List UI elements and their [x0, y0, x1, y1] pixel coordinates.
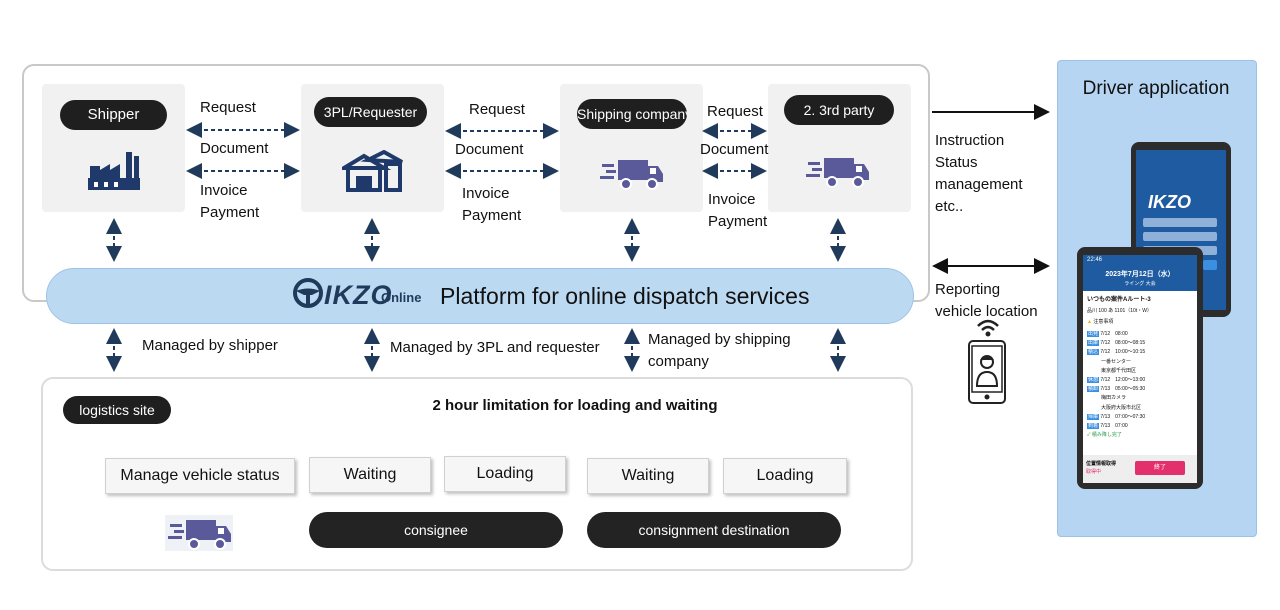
shipping-company-label: Shipping company [577, 99, 687, 129]
app-schedule: 出発 7/12 08:00 出庫 7/12 08:00〜08:15 積込 7/1… [1083, 328, 1197, 442]
third-party-label: 2. 3rd party [784, 95, 894, 125]
app-sub: ライング 大会 [1124, 281, 1156, 287]
instruction-line: Status [935, 154, 978, 171]
link-request-label: Request [707, 103, 763, 120]
step-waiting: Waiting [309, 457, 431, 493]
schedule-row: 積込 7/12 10:00〜10:15 [1087, 349, 1146, 356]
schedule-row: 到着 7/13 07:00 [1087, 423, 1128, 430]
consignee-label: consignee [309, 512, 563, 548]
footer-sub: 取得中 [1086, 469, 1102, 475]
reporting-text: Reporting vehicle location [935, 279, 1038, 323]
schedule-row: 梅田カメラ [1101, 395, 1127, 402]
end-button[interactable]: 終了 [1135, 461, 1185, 475]
step-manage-vehicle-status: Manage vehicle status [105, 458, 295, 494]
schedule-row: 帰庫 7/13 07:00〜07:30 [1087, 413, 1146, 420]
truck-icon [168, 520, 231, 550]
app-route: いつもの案件Aルート-3 [1087, 297, 1151, 303]
steering-wheel-icon [293, 278, 323, 308]
schedule-row: 出庫 7/12 08:00〜08:15 [1087, 340, 1146, 347]
reporting-line: Reporting [935, 281, 1001, 298]
driver-app-title: Driver application [1082, 78, 1230, 99]
step-loading: Loading [444, 456, 566, 492]
login-field [1143, 218, 1217, 227]
footer-label: 位置情報取得 [1086, 461, 1117, 467]
schedule-row: 東京都千代田区 [1101, 367, 1137, 374]
link-document-label: Document [200, 140, 269, 157]
factory-icon [88, 152, 140, 190]
phone-front-screen: 22:46 2023年7月12日（水） ライング 大会 いつもの案件Aルート-3… [1083, 255, 1197, 483]
schedule-row: 出発 7/12 08:00 [1087, 331, 1128, 337]
threepl-label: 3PL/Requester [314, 97, 427, 127]
app-plate: 品川 100 あ 1101（10t・W） [1087, 308, 1152, 314]
app-date: 2023年7月12日（水） [1105, 271, 1175, 278]
schedule-done: ✓ 積み降し完了 [1087, 432, 1122, 439]
platform-title: Platform for online dispatch services [440, 283, 810, 309]
link-invoice-label: Invoice [200, 182, 248, 199]
managed-by-shipper: Managed by shipper [142, 337, 278, 354]
phone-back-logo: IKZO [1148, 192, 1191, 212]
link-request-label: Request [200, 99, 256, 116]
link-payment-label: Payment [708, 213, 768, 230]
link-payment-label: Payment [200, 204, 260, 221]
link-invoice-label: Invoice [462, 185, 510, 202]
link-invoice-label: Invoice [708, 191, 756, 208]
schedule-row: 休憩 7/12 12:00〜13:00 [1087, 377, 1146, 384]
managed-by-shipping-line1: Managed by shipping [648, 331, 791, 348]
driver-phone-icon [968, 340, 1006, 404]
schedule-row: 積卸 7/13 05:00〜05:30 [1087, 386, 1146, 393]
destination-label: consignment destination [587, 512, 841, 548]
password-field [1143, 232, 1217, 241]
link-document-label: Document [700, 141, 769, 158]
ikzo-logo-sub: Online [381, 290, 422, 305]
instruction-line: management [935, 176, 1023, 193]
link-payment-label: Payment [462, 207, 522, 224]
limitation-title: 2 hour limitation for loading and waitin… [432, 397, 718, 414]
instruction-line: etc.. [935, 198, 964, 215]
status-time: 22:46 [1087, 257, 1103, 263]
login-button [1203, 260, 1217, 270]
ikzo-logo: IKZO [324, 280, 393, 310]
schedule-row: 大阪府大阪市北区 [1101, 404, 1142, 411]
managed-by-3pl: Managed by 3PL and requester [390, 339, 600, 356]
step-loading: Loading [723, 458, 847, 494]
wifi-icon [977, 319, 999, 337]
instruction-text: Instruction Status management etc.. [935, 130, 1023, 218]
link-request-label: Request [469, 101, 525, 118]
truck-icon [600, 160, 663, 190]
managed-by-shipping-line2: company [648, 353, 709, 370]
step-waiting: Waiting [587, 458, 709, 494]
logistics-site-label: logistics site [63, 396, 171, 424]
shipper-label: Shipper [60, 100, 167, 130]
warehouse-icon [342, 150, 403, 192]
truck-icon [806, 158, 869, 188]
reporting-line: vehicle location [935, 303, 1038, 320]
app-header: 22:46 2023年7月12日（水） ライング 大会 [1083, 255, 1197, 291]
app-note: ▲ 注意事項 [1087, 319, 1114, 325]
link-document-label: Document [455, 141, 524, 158]
app-footer: 位置情報取得 取得中 終了 [1083, 455, 1197, 483]
schedule-row: 一番センター [1101, 358, 1132, 365]
instruction-line: Instruction [935, 132, 1005, 149]
platform-bar [46, 268, 914, 324]
